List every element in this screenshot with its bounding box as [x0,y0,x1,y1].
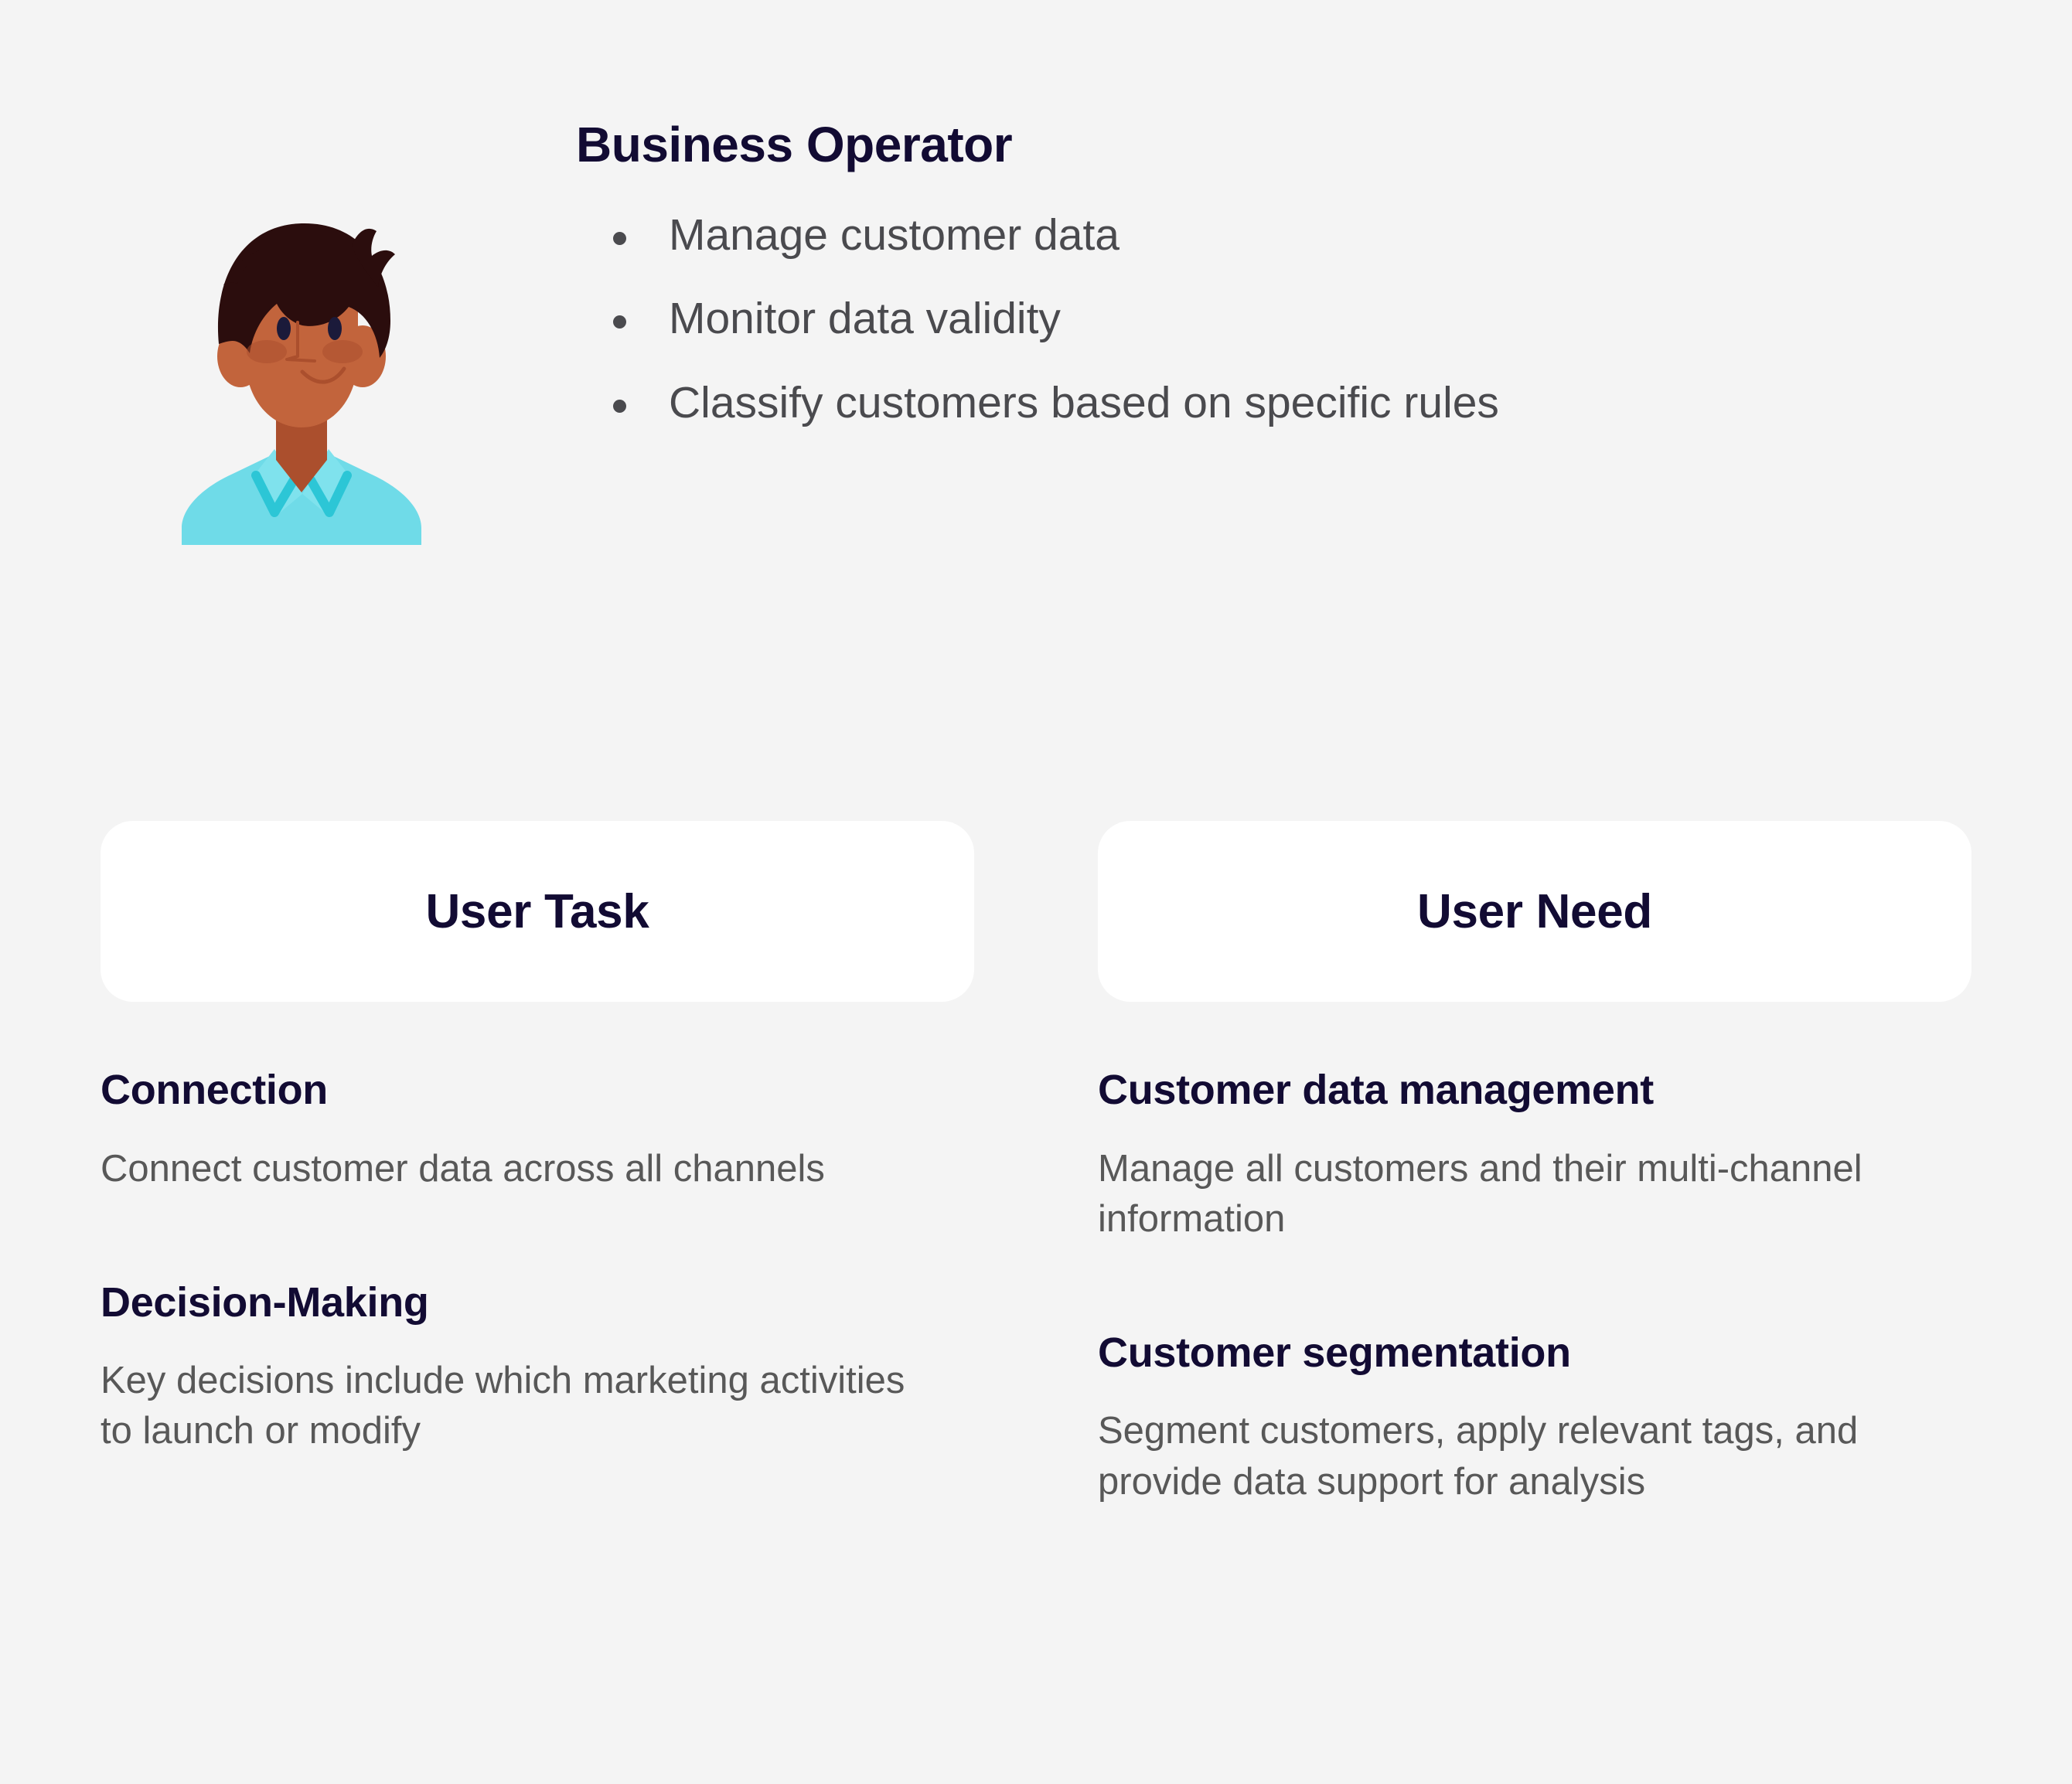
bullet-dot-icon [613,315,626,329]
list-item-label: Classify customers based on specific rul… [669,377,1499,427]
column-header-card-user-need: User Need [1098,821,1971,1002]
bullet-dot-icon [613,399,626,413]
column-header-cards: User Task User Need [101,821,1971,1002]
entry-title: Decision-Making [101,1278,429,1326]
content-grid: Connection Connect customer data across … [101,1067,1971,1507]
entry-description: Connect customer data across all channel… [101,1147,825,1190]
page-title: Business Operator [576,117,1013,172]
entry-title: Connection [101,1067,328,1113]
list-item-label: Manage customer data [669,209,1119,260]
bullet-dot-icon [613,231,626,245]
entry-customer-segmentation: Customer segmentation Segment customers,… [1098,1329,1971,1507]
column-header-card-user-task: User Task [101,821,974,1002]
column-user-need: Customer data management Manage all cust… [1098,1067,1971,1507]
persona-responsibility-list: Manage customer data Monitor data validi… [576,209,2006,431]
list-item: Manage customer data [576,209,2006,263]
person-avatar-illustration [158,205,445,545]
persona-header: Business Operator Manage customer data M… [0,0,2072,603]
column-user-task: Connection Connect customer data across … [101,1067,974,1507]
entry-description: Segment customers, apply relevant tags, … [1098,1410,1859,1503]
persona-text-block: Business Operator Manage customer data M… [576,116,2006,430]
entry-decision-making: Decision-Making Key decisions include wh… [101,1279,974,1457]
list-item: Classify customers based on specific rul… [576,376,2006,431]
entry-description: Key decisions include which marketing ac… [101,1360,905,1452]
entry-customer-data-management: Customer data management Manage all cust… [1098,1067,1971,1244]
entry-connection: Connection Connect customer data across … [101,1067,974,1194]
column-header-label: User Need [1416,884,1652,938]
entry-description: Manage all customers and their multi-cha… [1098,1147,1862,1240]
column-header-label: User Task [425,884,649,938]
entry-title: Customer segmentation [1098,1329,1571,1376]
list-item-label: Monitor data validity [669,294,1061,344]
list-item: Monitor data validity [576,292,2006,346]
entry-title: Customer data management [1098,1067,1654,1113]
